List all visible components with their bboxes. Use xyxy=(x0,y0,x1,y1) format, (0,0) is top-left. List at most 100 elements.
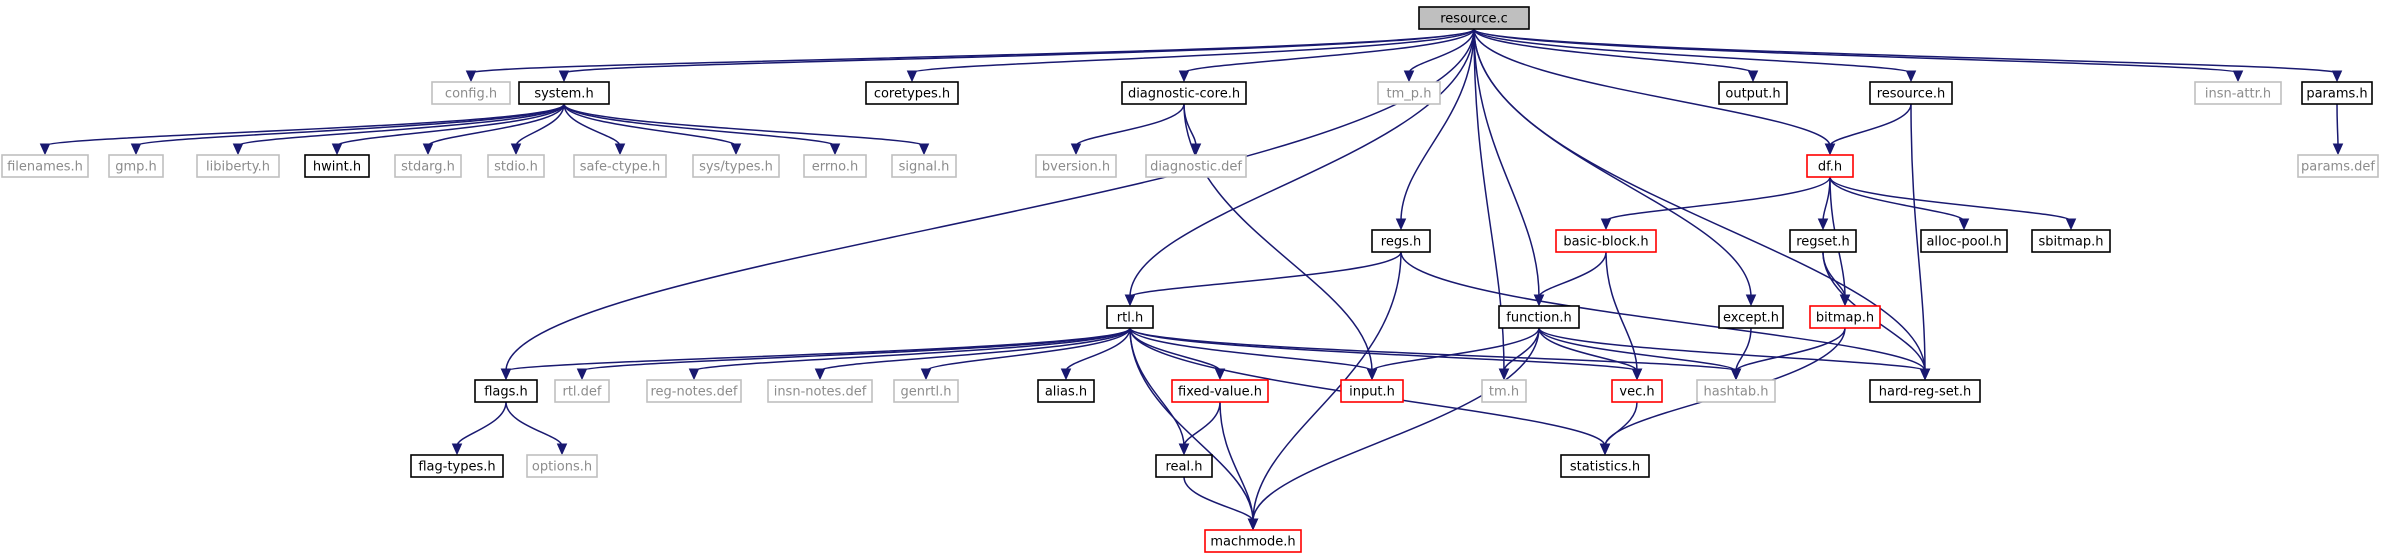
node-box xyxy=(1809,305,1881,329)
edge-line xyxy=(505,28,1475,372)
edge-line xyxy=(1252,251,1402,522)
node-box xyxy=(1371,229,1431,253)
node-resource-h[interactable]: resource.h xyxy=(1869,81,1953,105)
node-rtl-h[interactable]: rtl.h xyxy=(1106,305,1154,329)
edge-line xyxy=(911,28,1475,74)
node-box xyxy=(1869,81,1953,105)
edge-function-h-to-input-h xyxy=(1366,327,1540,381)
arrowhead-icon xyxy=(1631,368,1643,381)
node-vec-h[interactable]: vec.h xyxy=(1611,379,1663,403)
node-rtl-def[interactable]: rtl.def xyxy=(554,379,610,403)
edge-line xyxy=(1829,176,2072,222)
node-params-h[interactable]: params.h xyxy=(2301,81,2373,105)
node-flag-types-h[interactable]: flag-types.h xyxy=(410,454,504,478)
node-sys-types-h[interactable]: sys/types.h xyxy=(692,154,780,178)
node-insn-attr-h[interactable]: insn-attr.h xyxy=(2194,81,2282,105)
edge-diagnostic-core-h-to-input-h xyxy=(1183,103,1378,381)
node-alloc-pool-h[interactable]: alloc-pool.h xyxy=(1920,229,2008,253)
node-label: statistics.h xyxy=(1570,460,1640,475)
node-options-h[interactable]: options.h xyxy=(526,454,598,478)
node-label: hard-reg-set.h xyxy=(1879,385,1972,400)
node-genrtl-h[interactable]: genrtl.h xyxy=(893,379,959,403)
node-sbitmap-h[interactable]: sbitmap.h xyxy=(2031,229,2111,253)
node-stdio-h[interactable]: stdio.h xyxy=(487,154,545,178)
node-label: diagnostic-core.h xyxy=(1128,87,1240,102)
node-machmode-h[interactable]: machmode.h xyxy=(1204,529,1302,553)
edge-line xyxy=(1183,28,1475,74)
node-basic-block-h[interactable]: basic-block.h xyxy=(1555,229,1657,253)
node-diagnostic-def[interactable]: diagnostic.def xyxy=(1145,154,1247,178)
node-tm-p-h[interactable]: tm_p.h xyxy=(1377,81,1441,105)
node-bitmap-h[interactable]: bitmap.h xyxy=(1809,305,1881,329)
edge-line xyxy=(1408,28,1475,74)
node-insn-notes-def[interactable]: insn-notes.def xyxy=(767,379,873,403)
edge-line xyxy=(427,103,565,147)
node-input-h[interactable]: input.h xyxy=(1340,379,1404,403)
arrowhead-icon xyxy=(1817,218,1829,231)
edge-system-h-to-filenames-h xyxy=(39,103,565,156)
node-resource-c[interactable]: resource.c xyxy=(1418,6,1530,30)
node-label: flag-types.h xyxy=(418,460,495,475)
node-config-h[interactable]: config.h xyxy=(431,81,511,105)
arrowhead-icon xyxy=(2332,143,2344,156)
node-box xyxy=(474,379,538,403)
node-hard-reg-set-h[interactable]: hard-reg-set.h xyxy=(1869,379,1981,403)
node-label: input.h xyxy=(1349,385,1395,400)
arrowhead-icon xyxy=(1395,218,1407,231)
edge-system-h-to-errno-h xyxy=(563,103,841,156)
node-bversion-h[interactable]: bversion.h xyxy=(1035,154,1117,178)
node-coretypes-h[interactable]: coretypes.h xyxy=(865,81,959,105)
edge-rtl-h-to-rtl-def xyxy=(576,327,1131,381)
node-box xyxy=(767,379,873,403)
node-box xyxy=(646,379,742,403)
arrowhead-icon xyxy=(422,143,434,156)
node-label: bversion.h xyxy=(1042,160,1110,175)
node-tm-h[interactable]: tm.h xyxy=(1481,379,1527,403)
node-params-def[interactable]: params.def xyxy=(2297,154,2379,178)
node-hwint-h[interactable]: hwint.h xyxy=(304,154,370,178)
node-label: regset.h xyxy=(1796,235,1850,250)
arrowhead-icon xyxy=(465,70,477,83)
node-real-h[interactable]: real.h xyxy=(1155,454,1213,478)
node-stdarg-h[interactable]: stdarg.h xyxy=(394,154,462,178)
node-df-h[interactable]: df.h xyxy=(1806,154,1854,178)
node-regset-h[interactable]: regset.h xyxy=(1789,229,1857,253)
edge-resource-h-to-df-h xyxy=(1824,103,1912,156)
node-gmp-h[interactable]: gmp.h xyxy=(108,154,164,178)
edge-df-h-to-alloc-pool-h xyxy=(1829,176,1970,231)
edge-line xyxy=(1538,327,1737,372)
node-libiberty-h[interactable]: libiberty.h xyxy=(196,154,280,178)
edge-line xyxy=(1183,103,1373,372)
node-diagnostic-core-h[interactable]: diagnostic-core.h xyxy=(1121,81,1247,105)
node-alias-h[interactable]: alias.h xyxy=(1037,379,1095,403)
node-regs-h[interactable]: regs.h xyxy=(1371,229,1431,253)
node-label: genrtl.h xyxy=(901,385,952,400)
node-output-h[interactable]: output.h xyxy=(1718,81,1788,105)
node-except-h[interactable]: except.h xyxy=(1718,305,1784,329)
arrowhead-icon xyxy=(1747,70,1759,83)
node-statistics-h[interactable]: statistics.h xyxy=(1560,454,1650,478)
node-label: resource.h xyxy=(1877,87,1946,102)
node-signal-h[interactable]: signal.h xyxy=(891,154,957,178)
arrowhead-icon xyxy=(1498,368,1510,381)
edge-line xyxy=(1129,327,1638,372)
node-flags-h[interactable]: flags.h xyxy=(474,379,538,403)
edge-system-h-to-stdio-h xyxy=(510,103,565,156)
node-label: hashtab.h xyxy=(1704,385,1769,400)
node-label: system.h xyxy=(534,87,593,102)
node-errno-h[interactable]: errno.h xyxy=(803,154,867,178)
node-box xyxy=(2194,81,2282,105)
edge-flags-h-to-flag-types-h xyxy=(451,401,507,456)
node-reg-notes-def[interactable]: reg-notes.def xyxy=(646,379,742,403)
node-filenames-h[interactable]: filenames.h xyxy=(1,154,89,178)
node-fixed-value-h[interactable]: fixed-value.h xyxy=(1171,379,1269,403)
node-hashtab-h[interactable]: hashtab.h xyxy=(1696,379,1776,403)
edge-regs-h-to-rtl-h xyxy=(1124,251,1402,307)
node-safe-ctype-h[interactable]: safe-ctype.h xyxy=(573,154,667,178)
node-system-h[interactable]: system.h xyxy=(518,81,610,105)
node-function-h[interactable]: function.h xyxy=(1498,305,1580,329)
edge-rtl-h-to-machmode-h xyxy=(1129,327,1259,531)
node-box xyxy=(1,154,89,178)
node-box xyxy=(108,154,164,178)
edge-line xyxy=(1538,327,1638,372)
